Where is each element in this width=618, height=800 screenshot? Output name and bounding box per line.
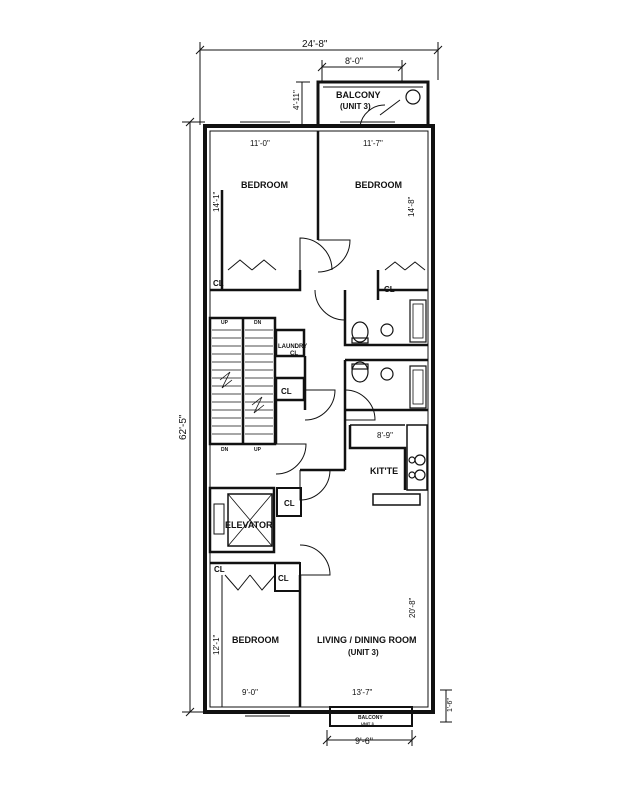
closet-label: CL (213, 279, 224, 288)
room-label-bedroom-right: BEDROOM (355, 180, 402, 190)
room-label-bedroom-left: BEDROOM (241, 180, 288, 190)
closet-labels: CL CL CL CL CL CL CL (213, 279, 395, 583)
room-label-bedroom-bottom: BEDROOM (232, 635, 279, 645)
dim-balcony-bottom-width: 9'-6" (355, 736, 373, 746)
dim-balcony-depth: 4'-11" (292, 90, 301, 110)
room-labels: BALCONY (UNIT 3) BEDROOM BEDROOM LAUNDRY… (225, 90, 417, 726)
dim-bed-right-width: 11'-7" (363, 139, 383, 148)
dim-bed-bottom-depth: 12'-1" (212, 634, 221, 655)
room-label-living-unit: (UNIT 3) (348, 648, 379, 657)
dim-balcony-width: 8'-0" (345, 56, 363, 66)
room-label-balcony-bottom-unit: UNIT 3 (361, 721, 374, 726)
dimension-lines (182, 42, 452, 746)
dim-bed-bottom-width: 9'-0" (242, 688, 258, 697)
interior-walls (208, 131, 428, 707)
dim-overall-width: 24'-8" (302, 39, 328, 50)
stair-up-label: UP (254, 447, 262, 453)
closet-label: CL (290, 351, 298, 357)
room-label-balcony-bottom: BALCONY (358, 715, 383, 721)
closet-label: CL (214, 565, 225, 574)
dimension-labels: 24'-8" 8'-0" 4'-11" 11'-0" 11'-7" 14'-1"… (178, 39, 454, 746)
closet-label: CL (278, 574, 289, 583)
closet-label: CL (384, 285, 395, 294)
room-label-elevator: ELEVATOR (225, 520, 273, 530)
room-label-kitchenette: KIT'TE (370, 466, 398, 476)
room-label-living: LIVING / DINING ROOM (317, 635, 417, 645)
dim-kitchenette-width: 8'-9" (377, 431, 393, 440)
dim-overall-length: 62'-5" (178, 414, 189, 440)
room-label-laundry: LAUNDRY (278, 344, 307, 350)
closet-label: CL (284, 499, 295, 508)
dim-bed-left-depth: 14'-1" (212, 191, 221, 212)
stair-labels: UP DN DN UP (221, 320, 262, 453)
dim-bed-right-depth: 14'-8" (407, 196, 416, 217)
stair-up-label: UP (221, 320, 229, 326)
dim-bed-left-width: 11'-0" (250, 139, 270, 148)
closet-label: CL (281, 387, 292, 396)
plumbing-fixtures (213, 89, 427, 535)
stair-treads (212, 329, 273, 435)
dim-living-width: 13'-7" (352, 688, 373, 697)
stair-down-label: DN (221, 447, 229, 453)
dim-balcony-bottom-depth: 1'-6" (447, 698, 454, 712)
room-label-balcony-unit: (UNIT 3) (340, 102, 371, 111)
dim-living-depth: 20'-8" (408, 597, 417, 618)
room-label-balcony: BALCONY (336, 90, 381, 100)
door-swings (224, 99, 426, 591)
stair-down-label: DN (254, 320, 262, 326)
